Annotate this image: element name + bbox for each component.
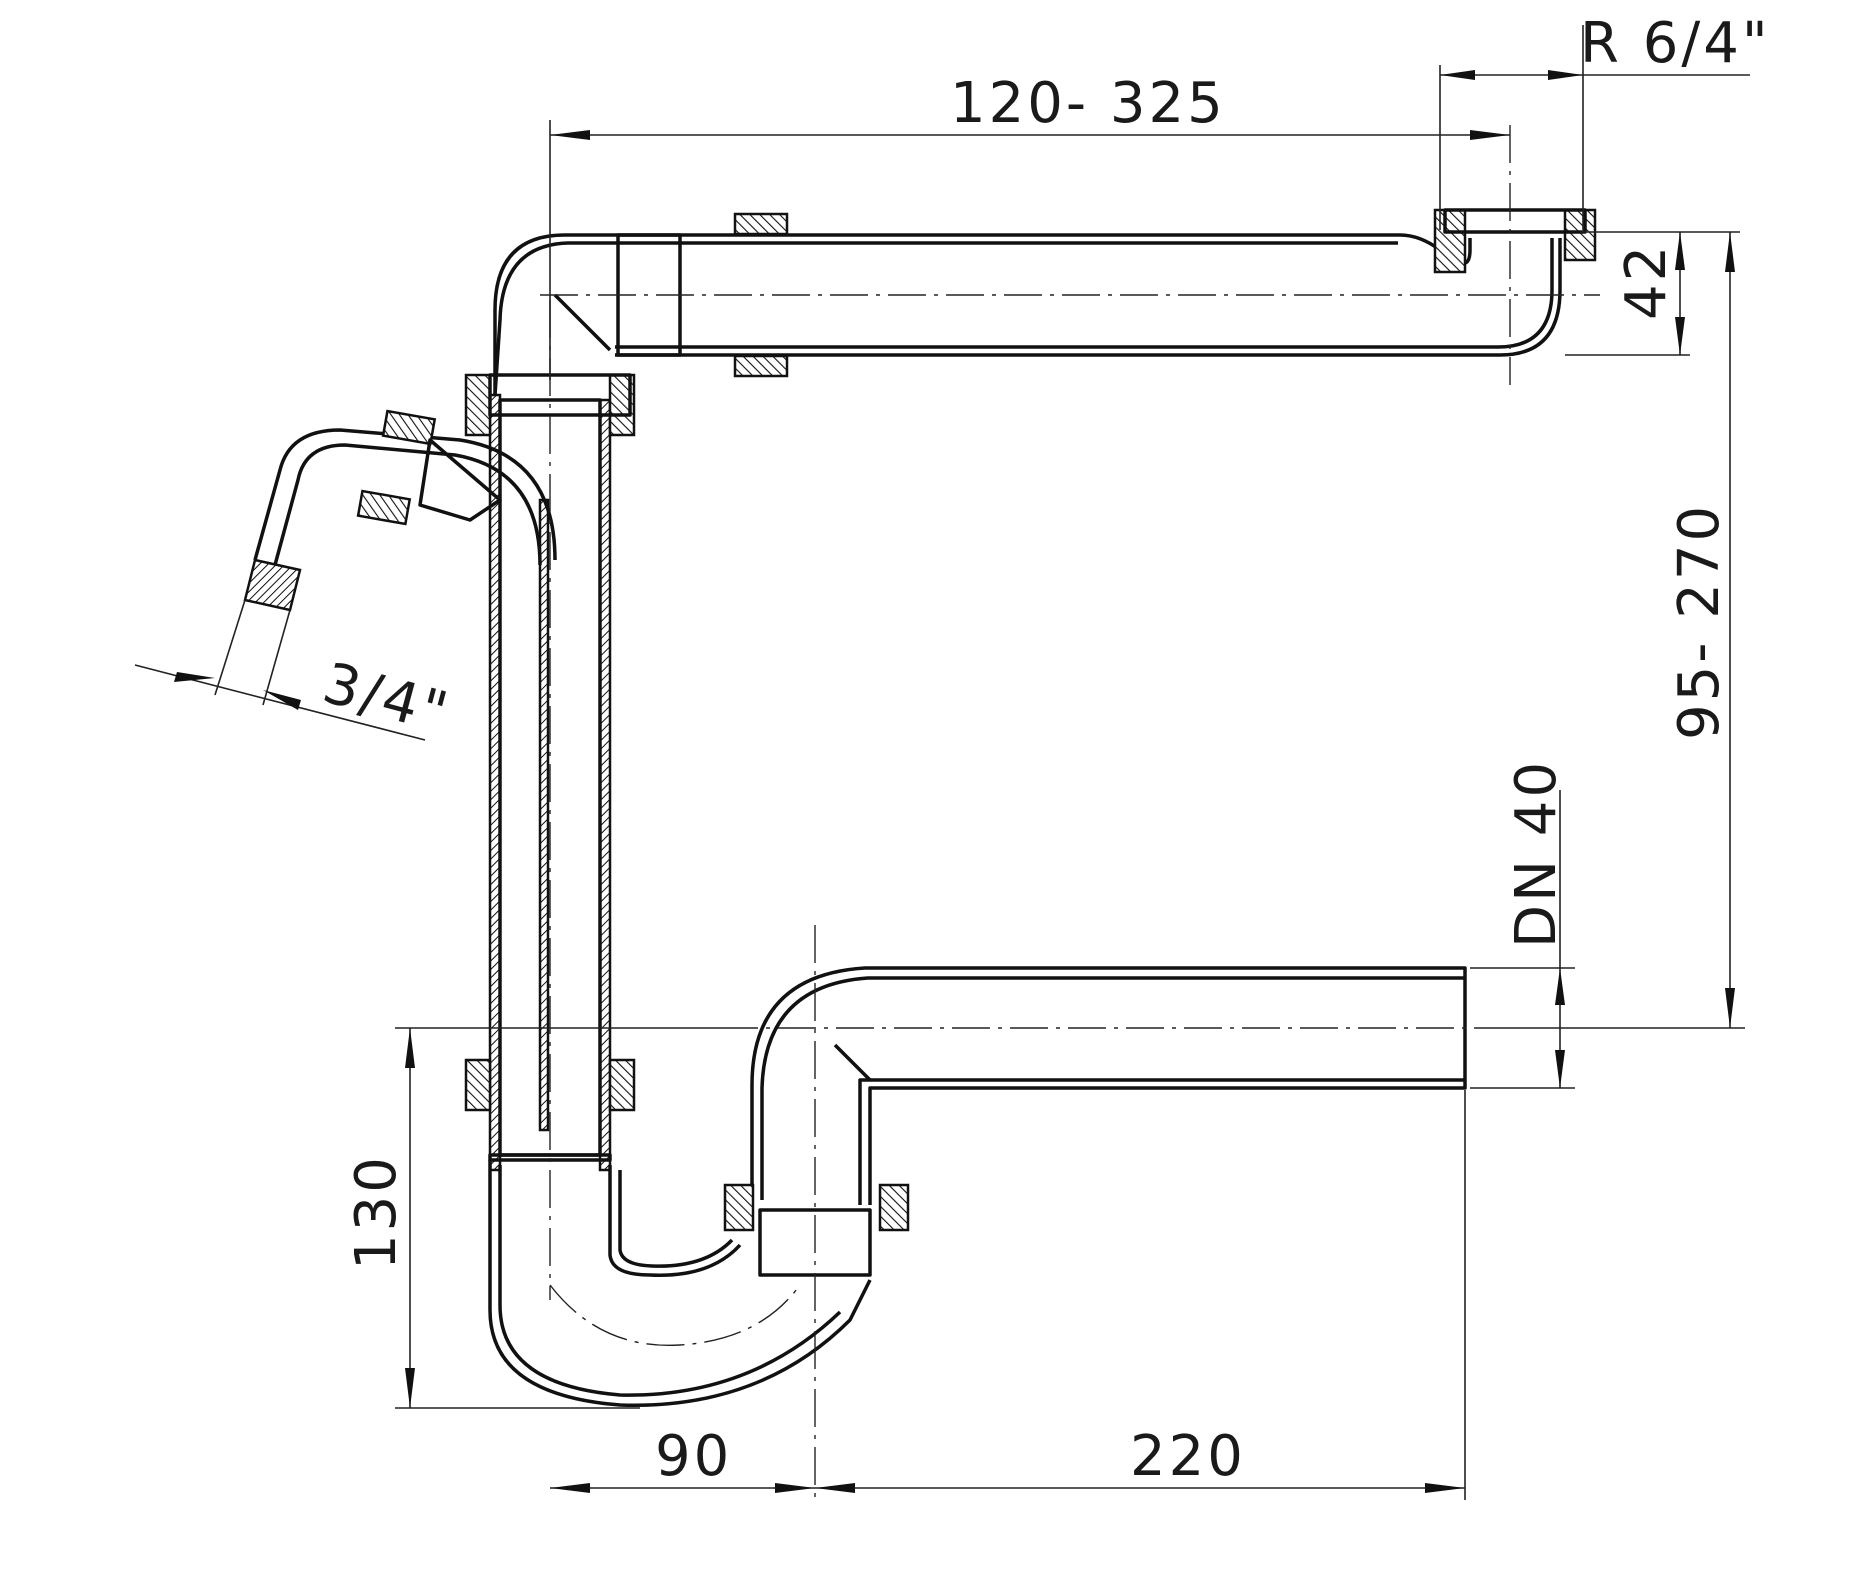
label-width-90: 90 — [655, 1424, 732, 1489]
label-trap-depth: 130 — [344, 1154, 409, 1270]
label-horizontal-range: 120- 325 — [950, 71, 1226, 136]
dimension-labels: R 6/4" 120- 325 42 95- 270 DN 40 3/4" 13… — [316, 11, 1771, 1489]
outlet-pipe — [723, 966, 1467, 1277]
label-hose-thread: 3/4" — [316, 651, 456, 747]
label-width-220: 220 — [1130, 1424, 1246, 1489]
label-dn: DN 40 — [1504, 759, 1569, 948]
label-height-42: 42 — [1614, 243, 1679, 320]
label-vertical-range: 95- 270 — [1667, 503, 1732, 740]
center-lines — [540, 125, 1600, 1500]
label-thread-outlet: R 6/4" — [1580, 11, 1771, 76]
dimension-lines — [134, 25, 1750, 1500]
vertical-pipe — [464, 373, 636, 1172]
dimension-arrows — [174, 70, 1735, 1493]
u-trap — [488, 1160, 872, 1408]
top-horizontal-pipe — [493, 208, 1597, 396]
hose-connector — [243, 409, 557, 612]
